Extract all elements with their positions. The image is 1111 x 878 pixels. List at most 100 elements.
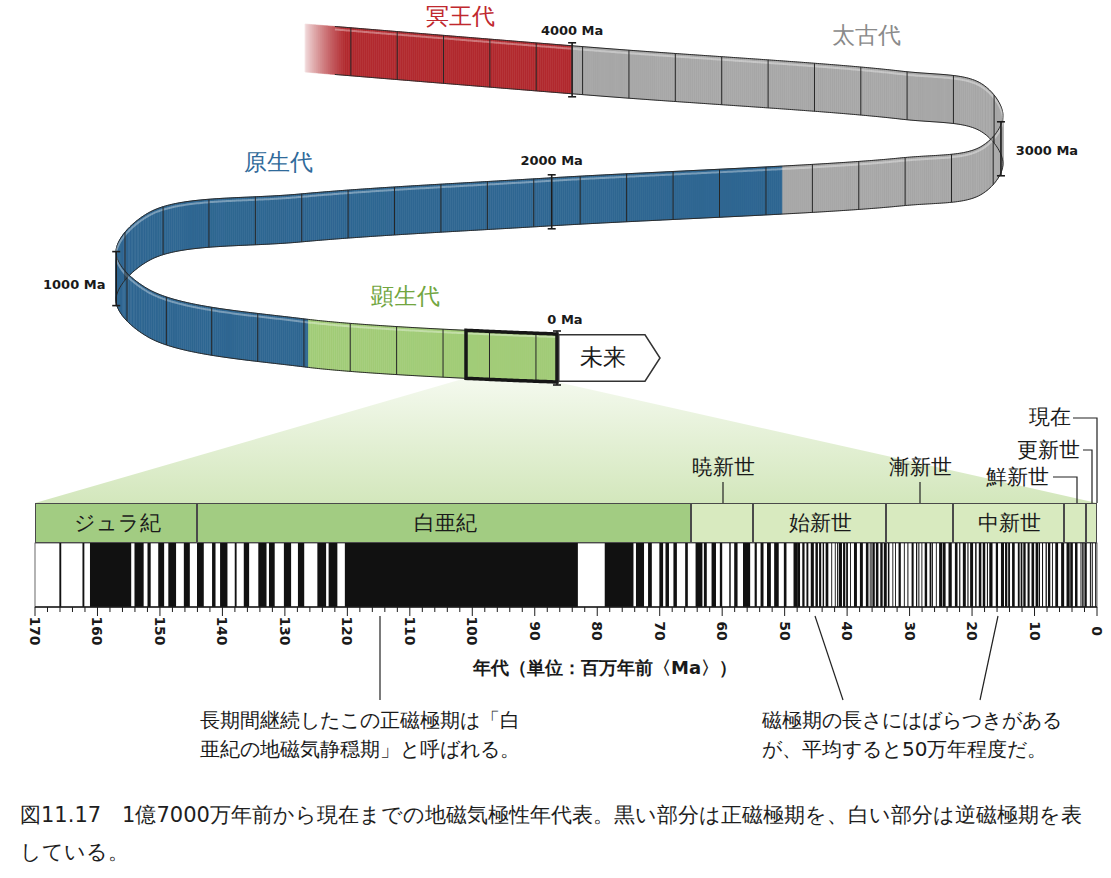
normal-polarity xyxy=(876,543,879,607)
axis-tick xyxy=(84,607,85,612)
axis-tick xyxy=(947,607,948,612)
normal-polarity xyxy=(935,543,937,607)
axis-tick xyxy=(59,607,60,612)
normal-polarity xyxy=(826,543,829,607)
normal-polarity xyxy=(720,543,722,607)
axis-tick xyxy=(522,607,523,612)
time-ribbon xyxy=(905,72,907,120)
axis-tick xyxy=(722,607,723,616)
axis-tick xyxy=(197,607,198,612)
normal-polarity xyxy=(806,543,808,607)
axis-number: 60 xyxy=(714,621,731,640)
normal-polarity xyxy=(743,543,750,607)
time-ribbon xyxy=(255,197,257,245)
normal-polarity xyxy=(220,543,227,607)
axis-tick xyxy=(1059,607,1060,612)
normal-polarity xyxy=(797,543,800,607)
normal-polarity xyxy=(235,543,237,607)
leader-line xyxy=(379,616,380,700)
zoom-frame xyxy=(466,330,557,382)
normal-polarity xyxy=(1028,543,1030,607)
axis-tick xyxy=(609,607,610,612)
time-ribbon xyxy=(349,28,351,76)
normal-polarity xyxy=(605,543,634,607)
normal-polarity xyxy=(184,543,190,607)
normal-polarity xyxy=(1070,543,1073,607)
ribbon-cell-divider xyxy=(348,190,349,238)
axis-tick xyxy=(659,607,660,616)
normal-polarity xyxy=(761,543,764,607)
normal-polarity xyxy=(996,543,998,607)
axis-tick xyxy=(409,607,410,616)
axis-tick xyxy=(622,607,623,612)
time-ribbon xyxy=(302,319,304,367)
normal-polarity xyxy=(850,543,852,607)
normal-polarity xyxy=(794,543,798,607)
future-arrow: 未来 xyxy=(558,334,661,382)
normal-polarity xyxy=(912,543,914,607)
normal-polarity xyxy=(329,543,338,607)
normal-polarity xyxy=(979,543,982,607)
normal-polarity xyxy=(1042,543,1043,607)
ribbon-cell-divider xyxy=(208,199,209,247)
ribbon-cell-divider xyxy=(994,95,995,143)
axis-tick xyxy=(334,607,335,612)
normal-polarity xyxy=(1067,543,1070,607)
normal-polarity xyxy=(729,543,730,607)
normal-polarity xyxy=(774,543,779,607)
normal-polarity xyxy=(932,543,934,607)
ribbon-cell-divider xyxy=(127,273,128,321)
ribbon-cell-divider xyxy=(536,43,537,91)
ribbon-cell-divider xyxy=(626,174,627,222)
normal-polarity xyxy=(918,543,919,607)
time-ribbon xyxy=(580,176,582,224)
normal-polarity xyxy=(1048,543,1050,607)
zoom-wedge xyxy=(35,378,1097,503)
axis-tick xyxy=(134,607,135,612)
axis-number: 90 xyxy=(526,621,543,640)
axis-tick xyxy=(959,607,960,612)
ribbon-cell-divider xyxy=(582,47,583,95)
axis-number: 20 xyxy=(964,621,981,640)
axis-tick xyxy=(122,607,123,612)
normal-polarity xyxy=(168,543,176,607)
axis-tick xyxy=(347,607,348,616)
ribbon-edge xyxy=(116,29,1003,337)
ribbon-cell-divider xyxy=(858,161,859,209)
normal-polarity xyxy=(834,543,836,607)
time-ribbon xyxy=(488,331,490,379)
ribbon-cell-divider xyxy=(350,28,351,76)
axis-tick xyxy=(1047,607,1048,612)
ribbon-cell-divider xyxy=(301,194,302,242)
normal-polarity xyxy=(345,543,578,607)
normal-polarity xyxy=(1090,543,1091,607)
normal-polarity xyxy=(665,543,668,607)
axis-tick xyxy=(1084,607,1085,612)
ribbon-cell-divider xyxy=(489,39,490,87)
era-label: 原生代 xyxy=(244,149,313,177)
axis-tick xyxy=(1072,607,1073,612)
axis-tick xyxy=(1097,607,1098,616)
axis-tick xyxy=(372,607,373,612)
leader-line xyxy=(919,482,920,503)
age-tick xyxy=(548,175,556,229)
epoch-label: 暁新世 xyxy=(692,455,755,480)
axis-tick xyxy=(297,607,298,612)
axis-tick xyxy=(759,607,760,612)
normal-polarity xyxy=(873,543,875,607)
axis-tick xyxy=(397,607,398,612)
ribbon-cell-divider xyxy=(673,171,674,219)
normal-polarity xyxy=(1083,543,1085,607)
axis-tick xyxy=(747,607,748,612)
axis-tick xyxy=(572,607,573,612)
normal-polarity xyxy=(1021,543,1023,607)
axis-tick xyxy=(284,607,285,616)
normal-polarity xyxy=(784,543,787,607)
leader-line xyxy=(722,482,723,503)
normal-polarity xyxy=(1023,543,1025,607)
axis-tick xyxy=(484,607,485,612)
normal-polarity xyxy=(930,543,932,607)
time-ribbon xyxy=(440,184,442,232)
normal-polarity xyxy=(860,543,863,607)
ribbon-cell-divider xyxy=(628,50,629,98)
